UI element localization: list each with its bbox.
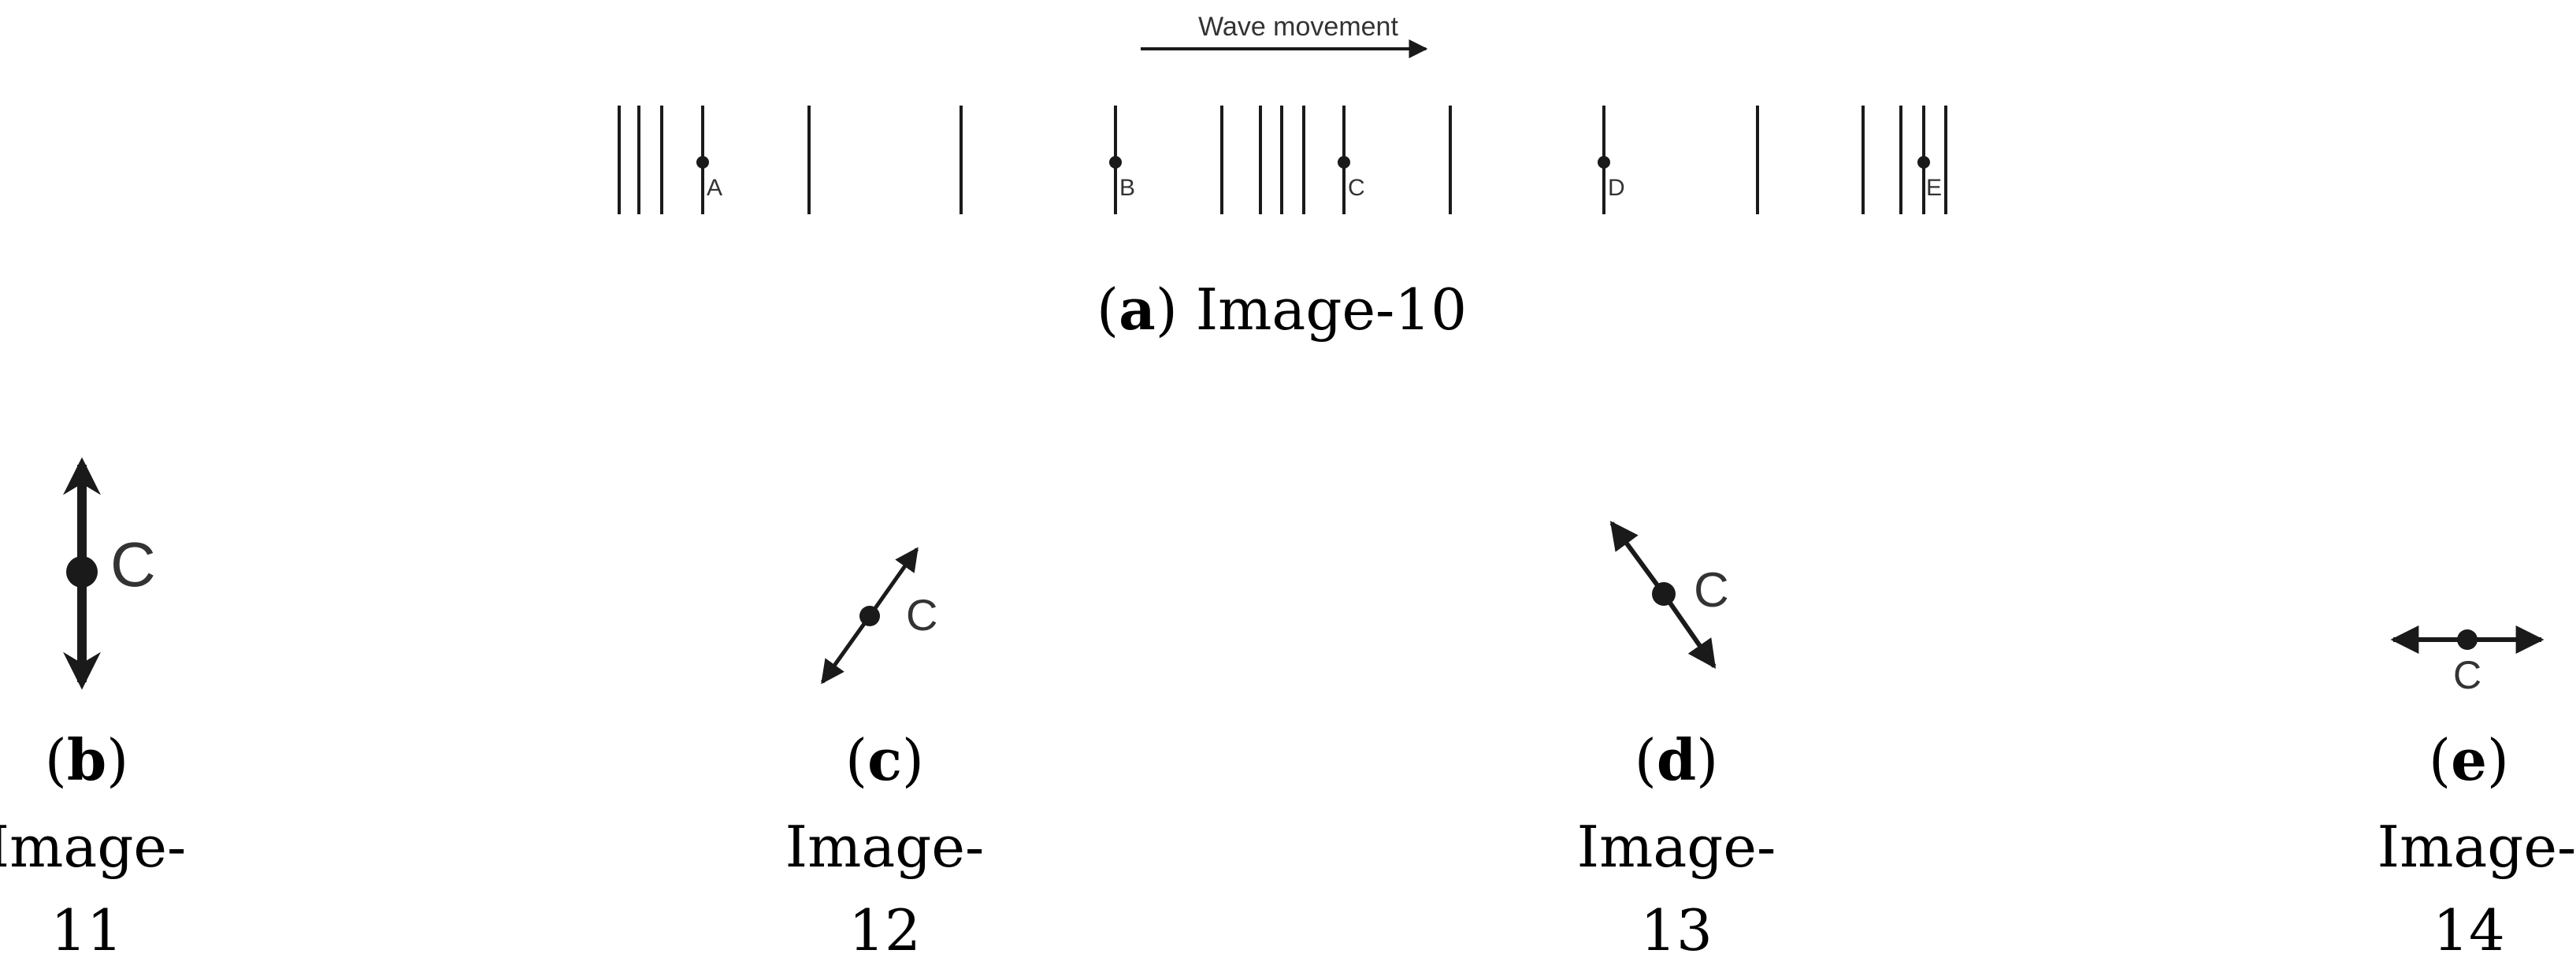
caption-b-line2: 11 bbox=[50, 897, 123, 963]
motion-panel-d: C (d) Image- 13 bbox=[1577, 521, 1776, 963]
point-label: E bbox=[1926, 175, 1942, 201]
point-label: C bbox=[1694, 563, 1729, 618]
point-dot bbox=[2457, 629, 2478, 650]
point-dot bbox=[859, 606, 880, 626]
point-dot bbox=[66, 556, 98, 588]
motion-panel-e: C (e) Image- 14 bbox=[2377, 625, 2576, 963]
point-label: C bbox=[2453, 653, 2481, 697]
point-label: B bbox=[1119, 175, 1135, 201]
caption-b-letter: (b) bbox=[45, 726, 129, 793]
caption-text: Image-10 bbox=[1196, 276, 1467, 343]
point-label: C bbox=[906, 590, 937, 640]
point-label: A bbox=[707, 175, 722, 201]
caption-e-line1: Image- bbox=[2377, 814, 2576, 880]
caption-e-letter: (e) bbox=[2429, 726, 2509, 793]
point-label: D bbox=[1608, 175, 1625, 201]
caption-c-line2: 12 bbox=[848, 897, 921, 963]
caption-c-line1: Image- bbox=[785, 814, 985, 880]
caption-c-letter: (c) bbox=[845, 726, 924, 793]
wave-point-a: A bbox=[696, 156, 722, 201]
wave-panel: Wave movement A bbox=[618, 12, 1947, 343]
wave-direction-label: Wave movement bbox=[1198, 12, 1398, 42]
point-label: C bbox=[1348, 175, 1365, 201]
caption-e-line2: 14 bbox=[2433, 897, 2505, 963]
point-dot bbox=[1652, 582, 1676, 606]
motion-panel-c: C (c) Image- 12 bbox=[785, 547, 985, 963]
caption-d-line1: Image- bbox=[1577, 814, 1776, 880]
caption-a: (a) Image-10 bbox=[1097, 276, 1467, 343]
point-label: C bbox=[110, 529, 156, 599]
double-arrow-diagonal-up-left bbox=[1609, 521, 1717, 669]
wave-point-b: B bbox=[1109, 156, 1135, 201]
wave-point-d: D bbox=[1598, 156, 1625, 201]
wave-point-e: E bbox=[1917, 156, 1942, 201]
wave-point-c: C bbox=[1338, 156, 1365, 201]
caption-d-letter: (d) bbox=[1635, 726, 1719, 793]
wave-particle-lines bbox=[618, 106, 1947, 214]
double-arrow-diagonal-up-right bbox=[820, 547, 919, 685]
caption-letter: a bbox=[1119, 276, 1156, 343]
caption-b-line1: Image- bbox=[0, 814, 186, 880]
caption-d-line2: 13 bbox=[1640, 897, 1713, 963]
motion-panel-b: C (b) Image- 11 bbox=[0, 457, 186, 963]
